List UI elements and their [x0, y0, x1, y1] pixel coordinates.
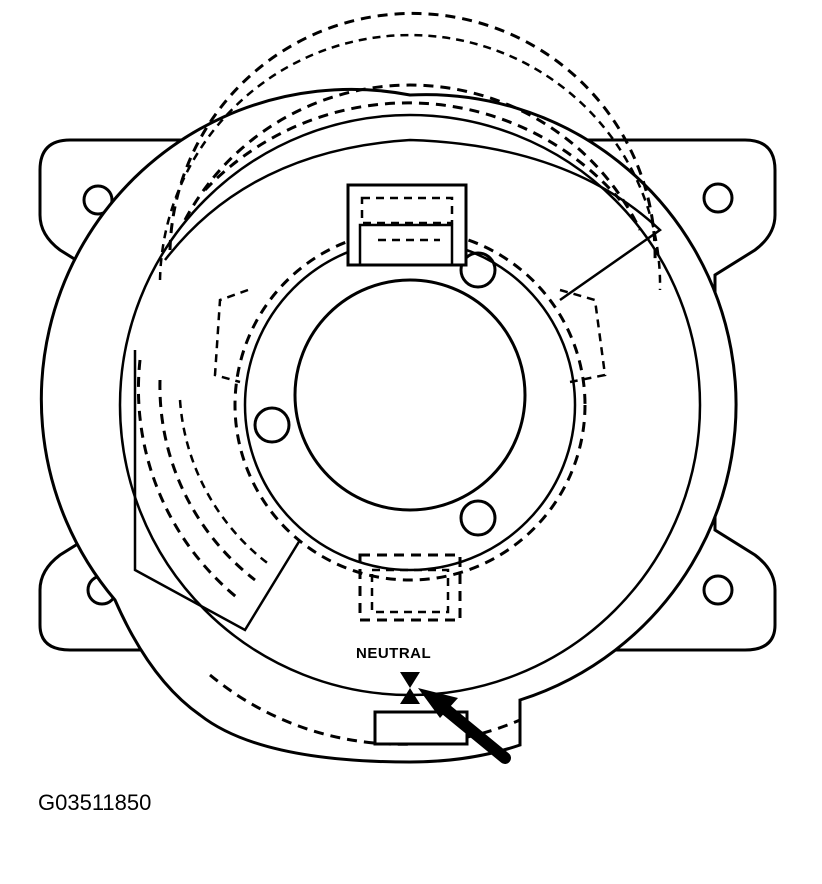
coil-ribbon-tracks — [136, 11, 662, 746]
rotor-hole-left — [253, 406, 291, 444]
rotor-hole-bottom — [459, 499, 497, 537]
coil-wedge-upper — [164, 138, 662, 302]
pointer-arrow-icon — [418, 688, 511, 764]
mount-hole-bottom-right — [702, 574, 734, 606]
rotor-hole-top — [459, 251, 497, 289]
top-connector — [346, 183, 468, 267]
mount-hole-top-right — [702, 182, 734, 214]
neutral-mark-icon — [400, 672, 420, 704]
figure-id: G03511850 — [38, 790, 152, 815]
right-tab — [559, 288, 607, 384]
coil-wedge-lower-left — [133, 350, 302, 632]
neutral-label: NEUTRAL — [356, 645, 432, 662]
center-bore — [293, 278, 527, 512]
left-tab — [213, 288, 249, 384]
bottom-connector — [358, 553, 462, 622]
mount-hole-top-left — [82, 184, 114, 216]
